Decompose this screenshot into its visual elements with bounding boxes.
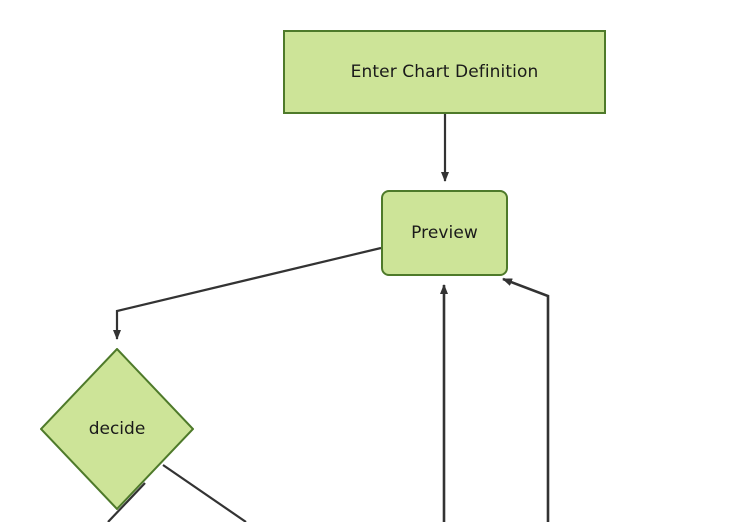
node-label-preview: Preview [411, 222, 478, 243]
edge-preview-to-decide [113, 246, 382, 340]
edge-into-preview-bottom-right [502, 277, 550, 522]
node-preview[interactable]: Preview [381, 190, 508, 276]
decide-diamond-shape [39, 347, 195, 511]
node-enter-chart-definition[interactable]: Enter Chart Definition [283, 30, 606, 114]
edge-decide-out-left [107, 482, 146, 522]
node-decide[interactable]: decide [39, 347, 195, 511]
edge-decide-out-right [162, 464, 247, 522]
node-label-enter-chart-definition: Enter Chart Definition [350, 61, 539, 82]
